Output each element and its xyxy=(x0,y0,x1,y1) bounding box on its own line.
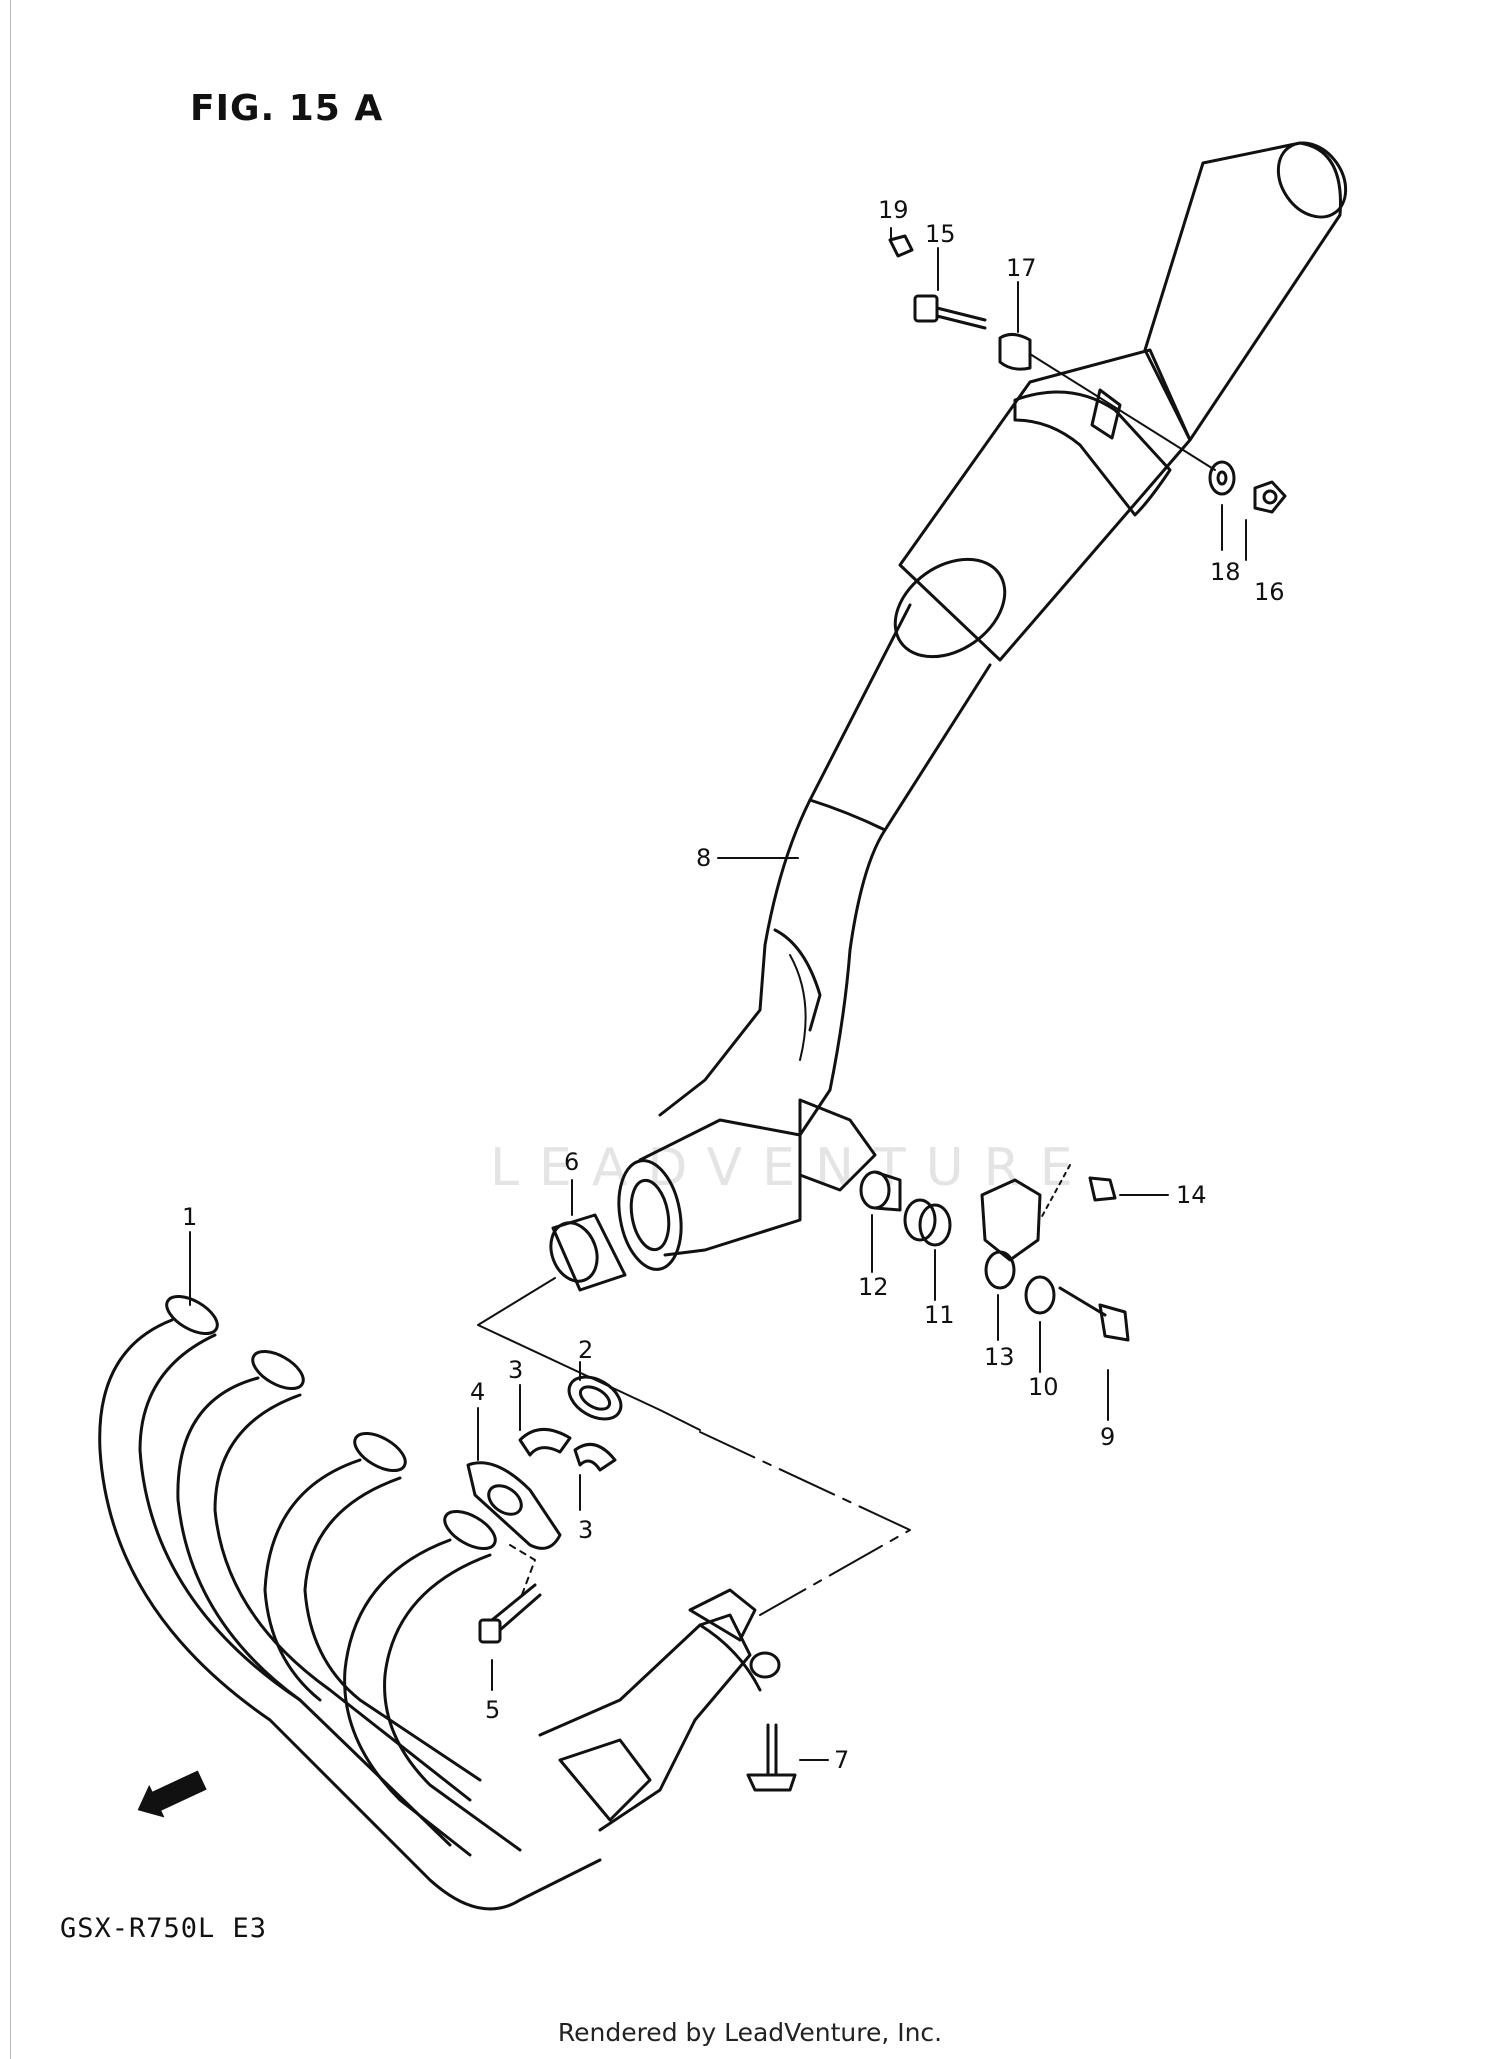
part-label-1: 1 xyxy=(182,1203,197,1231)
part-label-2: 2 xyxy=(578,1336,593,1364)
part-label-18: 18 xyxy=(1210,558,1241,586)
muffler xyxy=(893,141,1348,662)
part-label-12: 12 xyxy=(858,1273,889,1301)
fwd-direction-badge: FWD xyxy=(137,1770,207,1818)
part-label-3-lower: 3 xyxy=(578,1516,593,1544)
part-label-7: 7 xyxy=(834,1746,849,1774)
part-number-labels: 1 2 3 3 4 5 6 7 8 9 10 11 12 13 14 15 16… xyxy=(182,196,1285,1774)
part-label-8: 8 xyxy=(696,844,711,872)
part-label-5: 5 xyxy=(485,1696,500,1724)
part-label-4: 4 xyxy=(470,1378,485,1406)
header-pipes xyxy=(98,1294,781,1911)
part-label-9: 9 xyxy=(1100,1423,1115,1451)
joint-hardware xyxy=(466,1375,797,1792)
render-credit: Rendered by LeadVenture, Inc. xyxy=(557,2018,943,2047)
assembly-lines xyxy=(477,1277,911,1616)
part-label-13: 13 xyxy=(984,1343,1015,1371)
part-label-14: 14 xyxy=(1176,1181,1207,1209)
leader-lines xyxy=(189,227,1247,1761)
part-label-17: 17 xyxy=(1006,254,1037,282)
part-label-11: 11 xyxy=(924,1301,955,1329)
part-label-3-upper: 3 xyxy=(508,1356,523,1384)
upper-hardware xyxy=(888,234,1287,514)
mid-pipe xyxy=(617,603,992,1271)
watermark: LEADVENTURE xyxy=(490,1138,1093,1198)
part-label-10: 10 xyxy=(1028,1373,1059,1401)
part-label-6: 6 xyxy=(564,1148,579,1176)
gasket-ring xyxy=(549,1213,627,1292)
part-label-16: 16 xyxy=(1254,578,1285,606)
part-label-19: 19 xyxy=(878,196,909,224)
bracket-hardware xyxy=(859,1164,1130,1342)
model-code: GSX-R750L E3 xyxy=(60,1913,268,1944)
page-left-border xyxy=(10,0,11,2059)
part-label-15: 15 xyxy=(925,220,956,248)
figure-title: FIG. 15 A xyxy=(190,88,384,129)
